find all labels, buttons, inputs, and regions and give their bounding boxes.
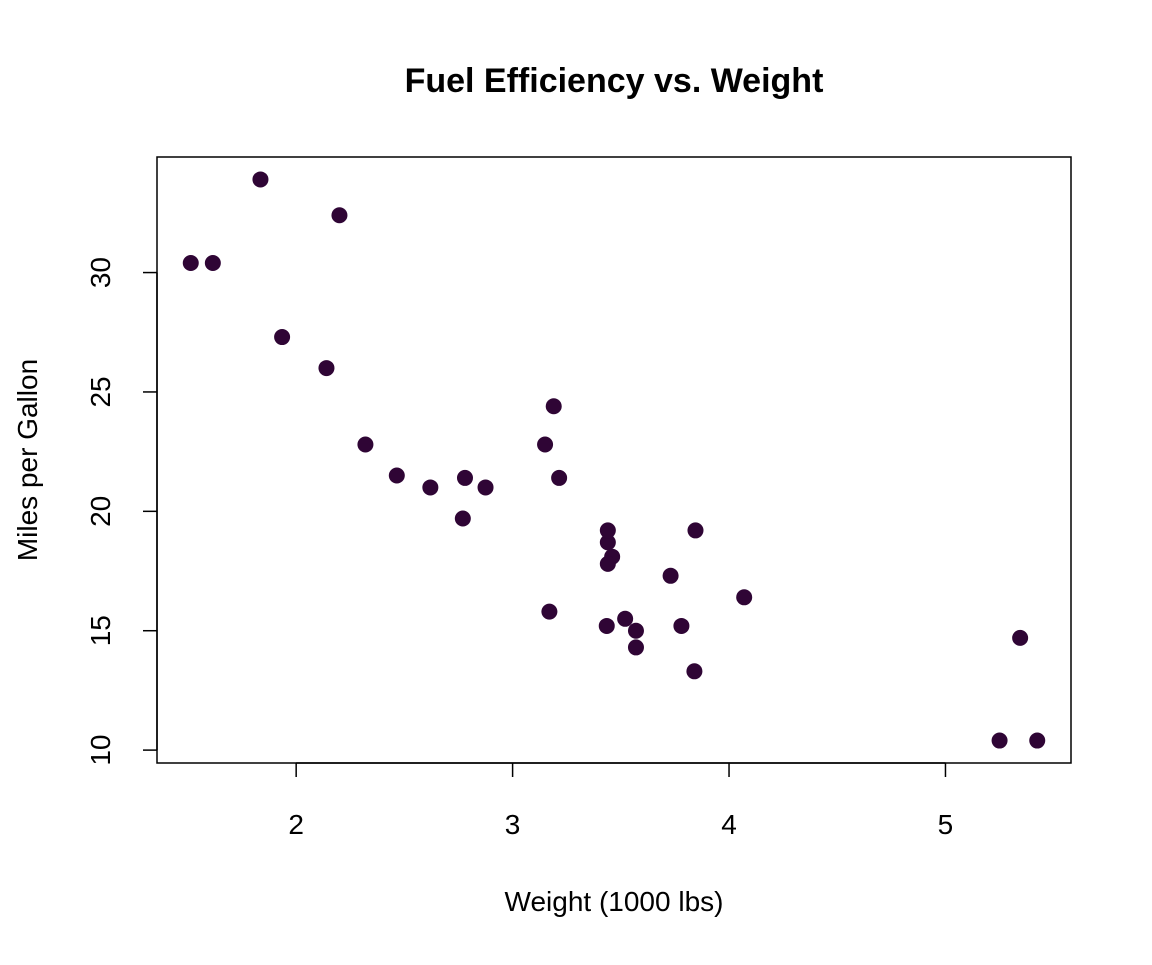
data-point xyxy=(274,329,291,346)
data-point xyxy=(477,479,494,496)
data-points xyxy=(182,171,1046,749)
data-point xyxy=(627,639,644,656)
data-point xyxy=(182,255,199,272)
y-tick-label: 25 xyxy=(85,376,116,407)
data-point xyxy=(331,207,348,224)
data-point xyxy=(318,360,335,377)
data-point xyxy=(617,610,634,627)
data-point xyxy=(662,567,679,584)
data-point xyxy=(541,603,558,620)
data-point xyxy=(551,469,568,486)
y-axis: 10 15 20 25 30 xyxy=(85,257,158,766)
plot-box xyxy=(156,156,1072,764)
data-point xyxy=(454,510,471,527)
data-point xyxy=(736,589,753,606)
data-point xyxy=(422,479,439,496)
chart-title: Fuel Efficiency vs. Weight xyxy=(405,62,824,100)
data-point xyxy=(598,617,615,634)
data-point xyxy=(545,398,562,415)
data-point xyxy=(673,617,690,634)
x-tick-label: 3 xyxy=(505,809,521,840)
data-point xyxy=(357,436,374,453)
data-point xyxy=(388,467,405,484)
data-point xyxy=(1012,629,1029,646)
y-tick-label: 15 xyxy=(85,615,116,646)
data-point xyxy=(456,469,473,486)
data-point xyxy=(627,622,644,639)
data-point xyxy=(686,663,703,680)
y-axis-label: Miles per Gallon xyxy=(12,359,43,561)
y-tick-label: 20 xyxy=(85,496,116,527)
x-axis-label: Weight (1000 lbs) xyxy=(505,886,724,917)
data-point xyxy=(599,534,616,551)
x-tick-label: 5 xyxy=(938,809,954,840)
data-point xyxy=(204,255,221,272)
data-point xyxy=(991,732,1008,749)
x-tick-label: 4 xyxy=(721,809,737,840)
data-point xyxy=(687,522,704,539)
data-point xyxy=(537,436,554,453)
data-point xyxy=(599,522,616,539)
data-point xyxy=(1029,732,1046,749)
data-point xyxy=(252,171,269,188)
data-point xyxy=(599,555,616,572)
y-tick-label: 30 xyxy=(85,257,116,288)
x-tick-label: 2 xyxy=(288,809,304,840)
y-tick-label: 10 xyxy=(85,735,116,766)
x-axis: 2 3 4 5 xyxy=(288,762,954,840)
